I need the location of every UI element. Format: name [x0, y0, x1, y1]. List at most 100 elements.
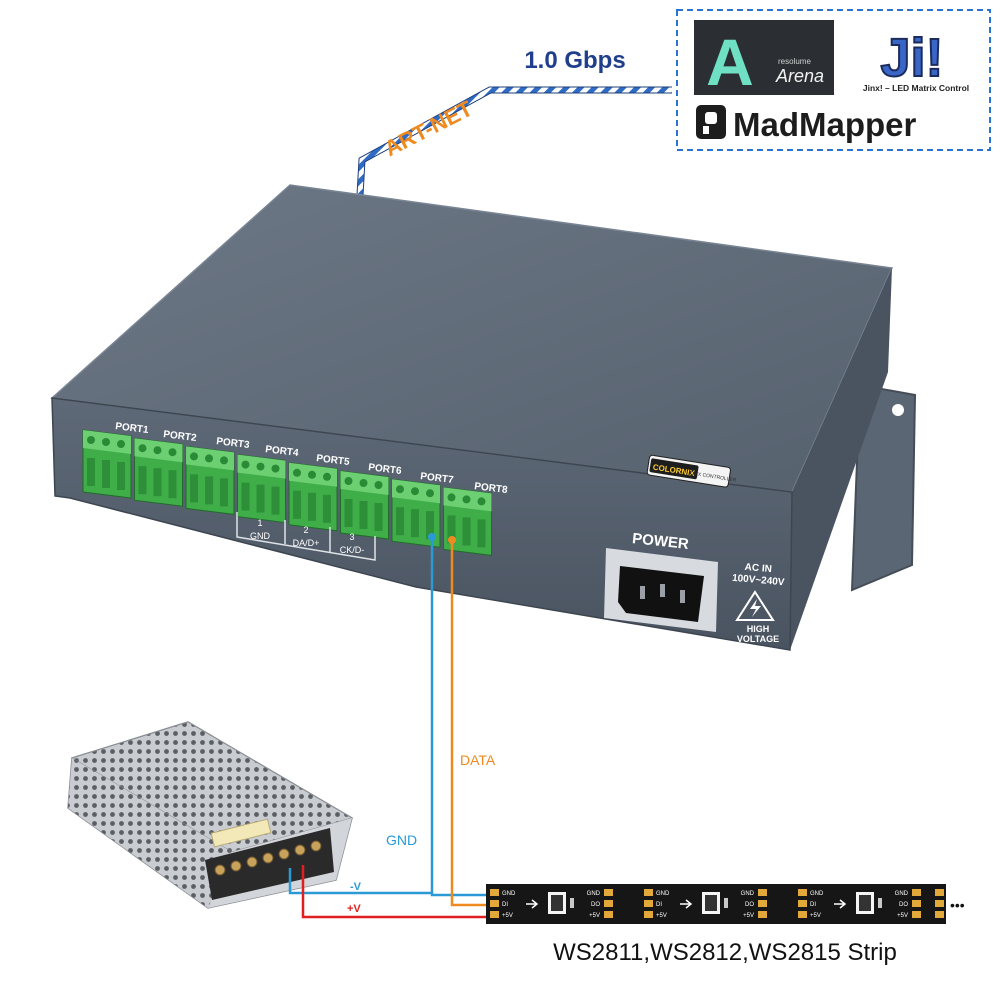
terminal-screw[interactable] [426, 489, 434, 498]
terminal-screw[interactable] [117, 440, 125, 448]
terminal-screw[interactable] [102, 438, 110, 446]
wire-slot [190, 474, 198, 503]
terminal-screw[interactable] [190, 452, 198, 461]
terminal-screw[interactable] [308, 470, 316, 479]
wire-slot [117, 462, 125, 490]
psu-terminal-label-strip [210, 818, 272, 848]
psu-screws [214, 840, 322, 876]
terminal-screw[interactable] [344, 477, 353, 485]
ac-range-label: 100V~240V [732, 573, 786, 589]
solder-pad [758, 911, 767, 918]
terminal-screw[interactable] [138, 444, 147, 453]
terminal-screw[interactable] [447, 493, 456, 502]
terminal-screw[interactable] [153, 446, 162, 455]
pad-label: GND [656, 891, 670, 897]
wire-slot [87, 458, 95, 486]
solder-pad [798, 900, 807, 907]
pad-label: DO [899, 902, 908, 908]
wire-slot [447, 515, 456, 544]
solder-pad [490, 911, 499, 918]
madmapper-name: MadMapper [733, 106, 917, 143]
capacitor [570, 898, 574, 908]
port-labels: PORT1 PORT2 PORT3 PORT4 PORT5 PORT6 PORT… [115, 421, 509, 496]
solder-pad [935, 911, 944, 918]
port-label: PORT1 [115, 421, 150, 436]
pad-label: +5V [502, 913, 513, 919]
pad-label: +5V [656, 913, 667, 919]
pad-label: GND [741, 891, 755, 897]
capacitor [724, 898, 728, 908]
terminal-screw[interactable] [87, 436, 95, 444]
wires [288, 533, 488, 919]
terminal-screw[interactable] [359, 479, 368, 487]
data-pin-dot [448, 536, 456, 544]
terminal-screw[interactable] [293, 468, 301, 477]
solder-pad [758, 900, 767, 907]
terminal-block[interactable] [185, 445, 235, 515]
terminal-blocks [82, 429, 492, 556]
terminal-block[interactable] [134, 437, 183, 507]
terminal-screw[interactable] [477, 497, 486, 506]
jinx-logo: Ji! Jinx! – LED Matrix Control [863, 27, 969, 93]
psu-terminal-screw [278, 848, 290, 860]
solder-pad [604, 889, 613, 896]
strip-continuation: ••• [950, 897, 965, 913]
terminal-block[interactable] [391, 478, 441, 548]
solder-pad [912, 889, 921, 896]
terminal-screw[interactable] [220, 456, 228, 465]
gnd-wire-label: GND [386, 832, 417, 848]
terminal-screw[interactable] [271, 464, 280, 473]
negative-wire [288, 868, 432, 895]
solder-pad [644, 911, 653, 918]
strip-caption: WS2811,WS2812,WS2815 Strip [553, 939, 897, 966]
arena-name: Arena [775, 66, 824, 86]
terminal-screw[interactable] [323, 472, 331, 481]
psu-terminal-screw [262, 852, 274, 864]
gnd-pin-dot [428, 533, 436, 541]
data-wire-label: DATA [460, 752, 496, 768]
psu-terminal-screw [310, 840, 322, 852]
pin-number: 2 [303, 525, 308, 535]
wire-slot [477, 519, 486, 548]
solder-pad [644, 900, 653, 907]
artnet-label: ART-NET [380, 95, 477, 161]
mounting-hole [836, 578, 848, 590]
terminal-screw[interactable] [256, 462, 265, 471]
solder-pad [604, 900, 613, 907]
pin-label-gnd: GND [250, 531, 271, 541]
pad-label: GND [895, 891, 909, 897]
solder-pad [490, 889, 499, 896]
arrow-right-icon [834, 899, 847, 909]
data-wire [450, 540, 488, 907]
terminal-screw[interactable] [241, 460, 250, 469]
software-panel: A resolume Arena Ji! Jinx! – LED Matrix … [676, 9, 991, 151]
arena-letter: A [706, 25, 754, 99]
pad-label: +5V [897, 913, 908, 919]
terminal-block[interactable] [237, 454, 286, 524]
terminal-screw[interactable] [205, 454, 213, 463]
madmapper-logo: MadMapper [696, 105, 917, 143]
terminal-block[interactable] [288, 462, 338, 532]
terminal-screw[interactable] [396, 485, 404, 494]
terminal-screw[interactable] [168, 448, 177, 457]
wire-slot [168, 470, 177, 499]
wire-slot [205, 476, 213, 505]
terminal-screw[interactable] [374, 481, 383, 489]
terminal-block[interactable] [443, 486, 492, 556]
terminal-block[interactable] [340, 470, 389, 540]
terminal-screw[interactable] [462, 495, 471, 504]
terminal-block[interactable] [82, 429, 132, 499]
ac-in-label: AC IN [744, 562, 772, 575]
solder-pad [604, 911, 613, 918]
pad-label: DI [502, 902, 508, 908]
positive-wire [301, 865, 488, 919]
arrow-right-icon [680, 899, 693, 909]
terminal-screw[interactable] [411, 487, 419, 496]
led-strip: GNDDI+5VGNDDO+5VGNDDI+5VGNDDO+5VGNDDI+5V… [486, 884, 965, 924]
power-label: POWER [631, 530, 689, 553]
wire-slot [359, 501, 368, 529]
pad-label: GND [810, 891, 824, 897]
wire-slot [411, 509, 419, 538]
negative-wire-label: -V [350, 881, 362, 893]
